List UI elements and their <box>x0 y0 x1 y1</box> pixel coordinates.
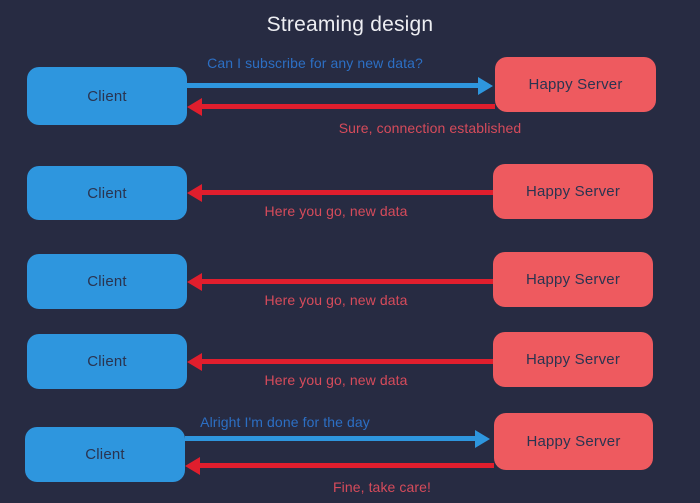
response-message-4: Here you go, new data <box>264 372 408 388</box>
response-arrow-5 <box>200 463 494 468</box>
request-arrow-1 <box>187 83 478 88</box>
server-box-1: Happy Server <box>495 57 656 112</box>
response-arrow-2 <box>202 190 493 195</box>
client-box-1: Client <box>27 67 187 125</box>
client-box-2: Client <box>27 166 187 220</box>
response-message-5: Fine, take care! <box>332 479 432 495</box>
client-box-3: Client <box>27 254 187 309</box>
diagram-title: Streaming design <box>266 13 434 36</box>
server-box-4: Happy Server <box>493 332 653 387</box>
response-arrow-3 <box>202 279 493 284</box>
response-message-2: Here you go, new data <box>264 203 408 219</box>
response-message-3: Here you go, new data <box>264 292 408 308</box>
response-arrow-4 <box>202 359 493 364</box>
response-arrow-1 <box>202 104 495 109</box>
request-message-5: Alright I'm done for the day <box>200 414 370 430</box>
server-box-3: Happy Server <box>493 252 653 307</box>
request-arrow-5 <box>185 436 475 441</box>
client-box-4: Client <box>27 334 187 389</box>
server-box-5: Happy Server <box>494 413 653 470</box>
client-box-5: Client <box>25 427 185 482</box>
request-message-1: Can I subscribe for any new data? <box>207 55 423 71</box>
response-message-1: Sure, connection established <box>338 120 522 136</box>
server-box-2: Happy Server <box>493 164 653 219</box>
